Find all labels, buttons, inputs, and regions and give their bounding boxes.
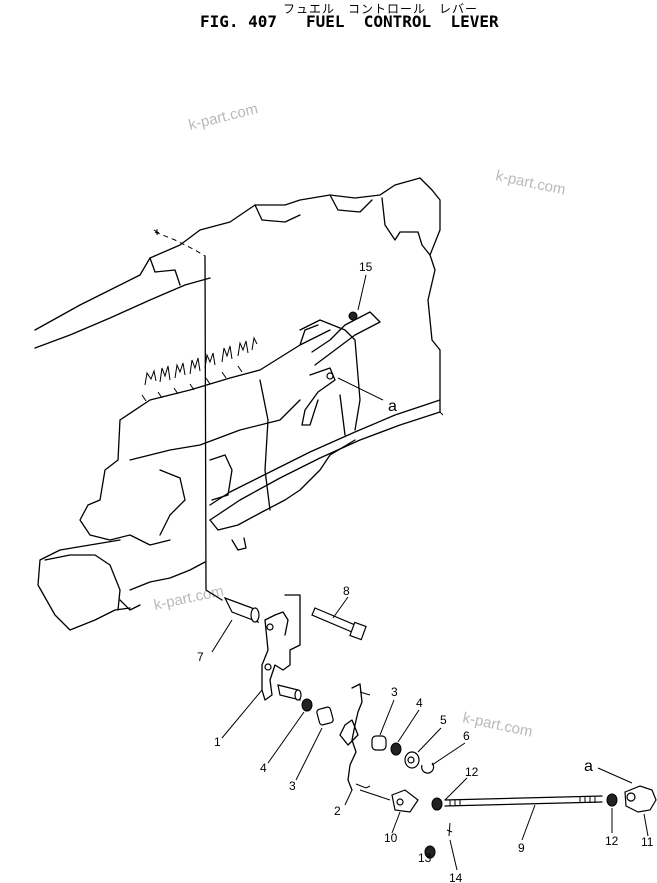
- control-rod-drawing: [153, 229, 223, 601]
- callout-8: 8: [343, 584, 350, 598]
- callout-6: 6: [463, 729, 470, 743]
- callout-14: 14: [449, 871, 463, 883]
- bracket-plate-part-1: [261, 594, 302, 701]
- leader-lines: [211, 274, 649, 871]
- callout-15: 15: [359, 260, 373, 274]
- callout-2: 2: [334, 804, 341, 818]
- watermark: k-part.com: [461, 709, 534, 740]
- washer-part-4: [390, 742, 402, 756]
- ball-joint-part-11: [624, 785, 657, 813]
- watermark: k-part.com: [494, 167, 567, 198]
- washer-hole: [407, 756, 415, 764]
- watermark: k-part.com: [187, 100, 260, 134]
- callout-5: 5: [440, 713, 447, 727]
- lever-part-2: [339, 683, 371, 791]
- bushing-part-3: [371, 735, 387, 751]
- nut-part-12: [606, 793, 618, 807]
- callout-3: 3: [289, 779, 296, 793]
- callout-11: 11: [641, 835, 654, 849]
- nut-part-13: [424, 845, 436, 859]
- callout-13: 13: [418, 851, 432, 865]
- engine-block-drawing: [34, 177, 444, 631]
- figure-title: FIG. 407 FUEL CONTROL LEVER: [200, 12, 499, 31]
- reference-letter-a: a: [388, 398, 397, 415]
- callout-12: 12: [605, 834, 619, 848]
- callout-4: 4: [416, 696, 423, 710]
- callout-10: 10: [384, 831, 398, 845]
- callout-3: 3: [391, 685, 398, 699]
- callout-9: 9: [518, 841, 525, 855]
- callout-4: 4: [260, 761, 267, 775]
- bushing-part-3: [316, 706, 334, 726]
- figure-title-japanese: フュエル コントロール レバー: [283, 2, 479, 16]
- lever-bracket-drawing: [301, 311, 381, 426]
- callout-12: 12: [465, 765, 479, 779]
- callout-1: 1: [214, 735, 221, 749]
- clip-part-6: [421, 762, 435, 774]
- pin-part-14: [446, 822, 453, 837]
- bolt-part-8: [311, 607, 367, 641]
- watermark: k-part.com: [152, 583, 225, 614]
- callout-7: 7: [197, 650, 204, 664]
- rod-end-part-10: [359, 789, 419, 813]
- washer-part-4: [301, 698, 313, 712]
- reference-letter-a: a: [584, 758, 593, 775]
- pin-part-7: [223, 596, 260, 624]
- nut-part-12: [431, 797, 443, 811]
- rod-part-9: [444, 795, 603, 807]
